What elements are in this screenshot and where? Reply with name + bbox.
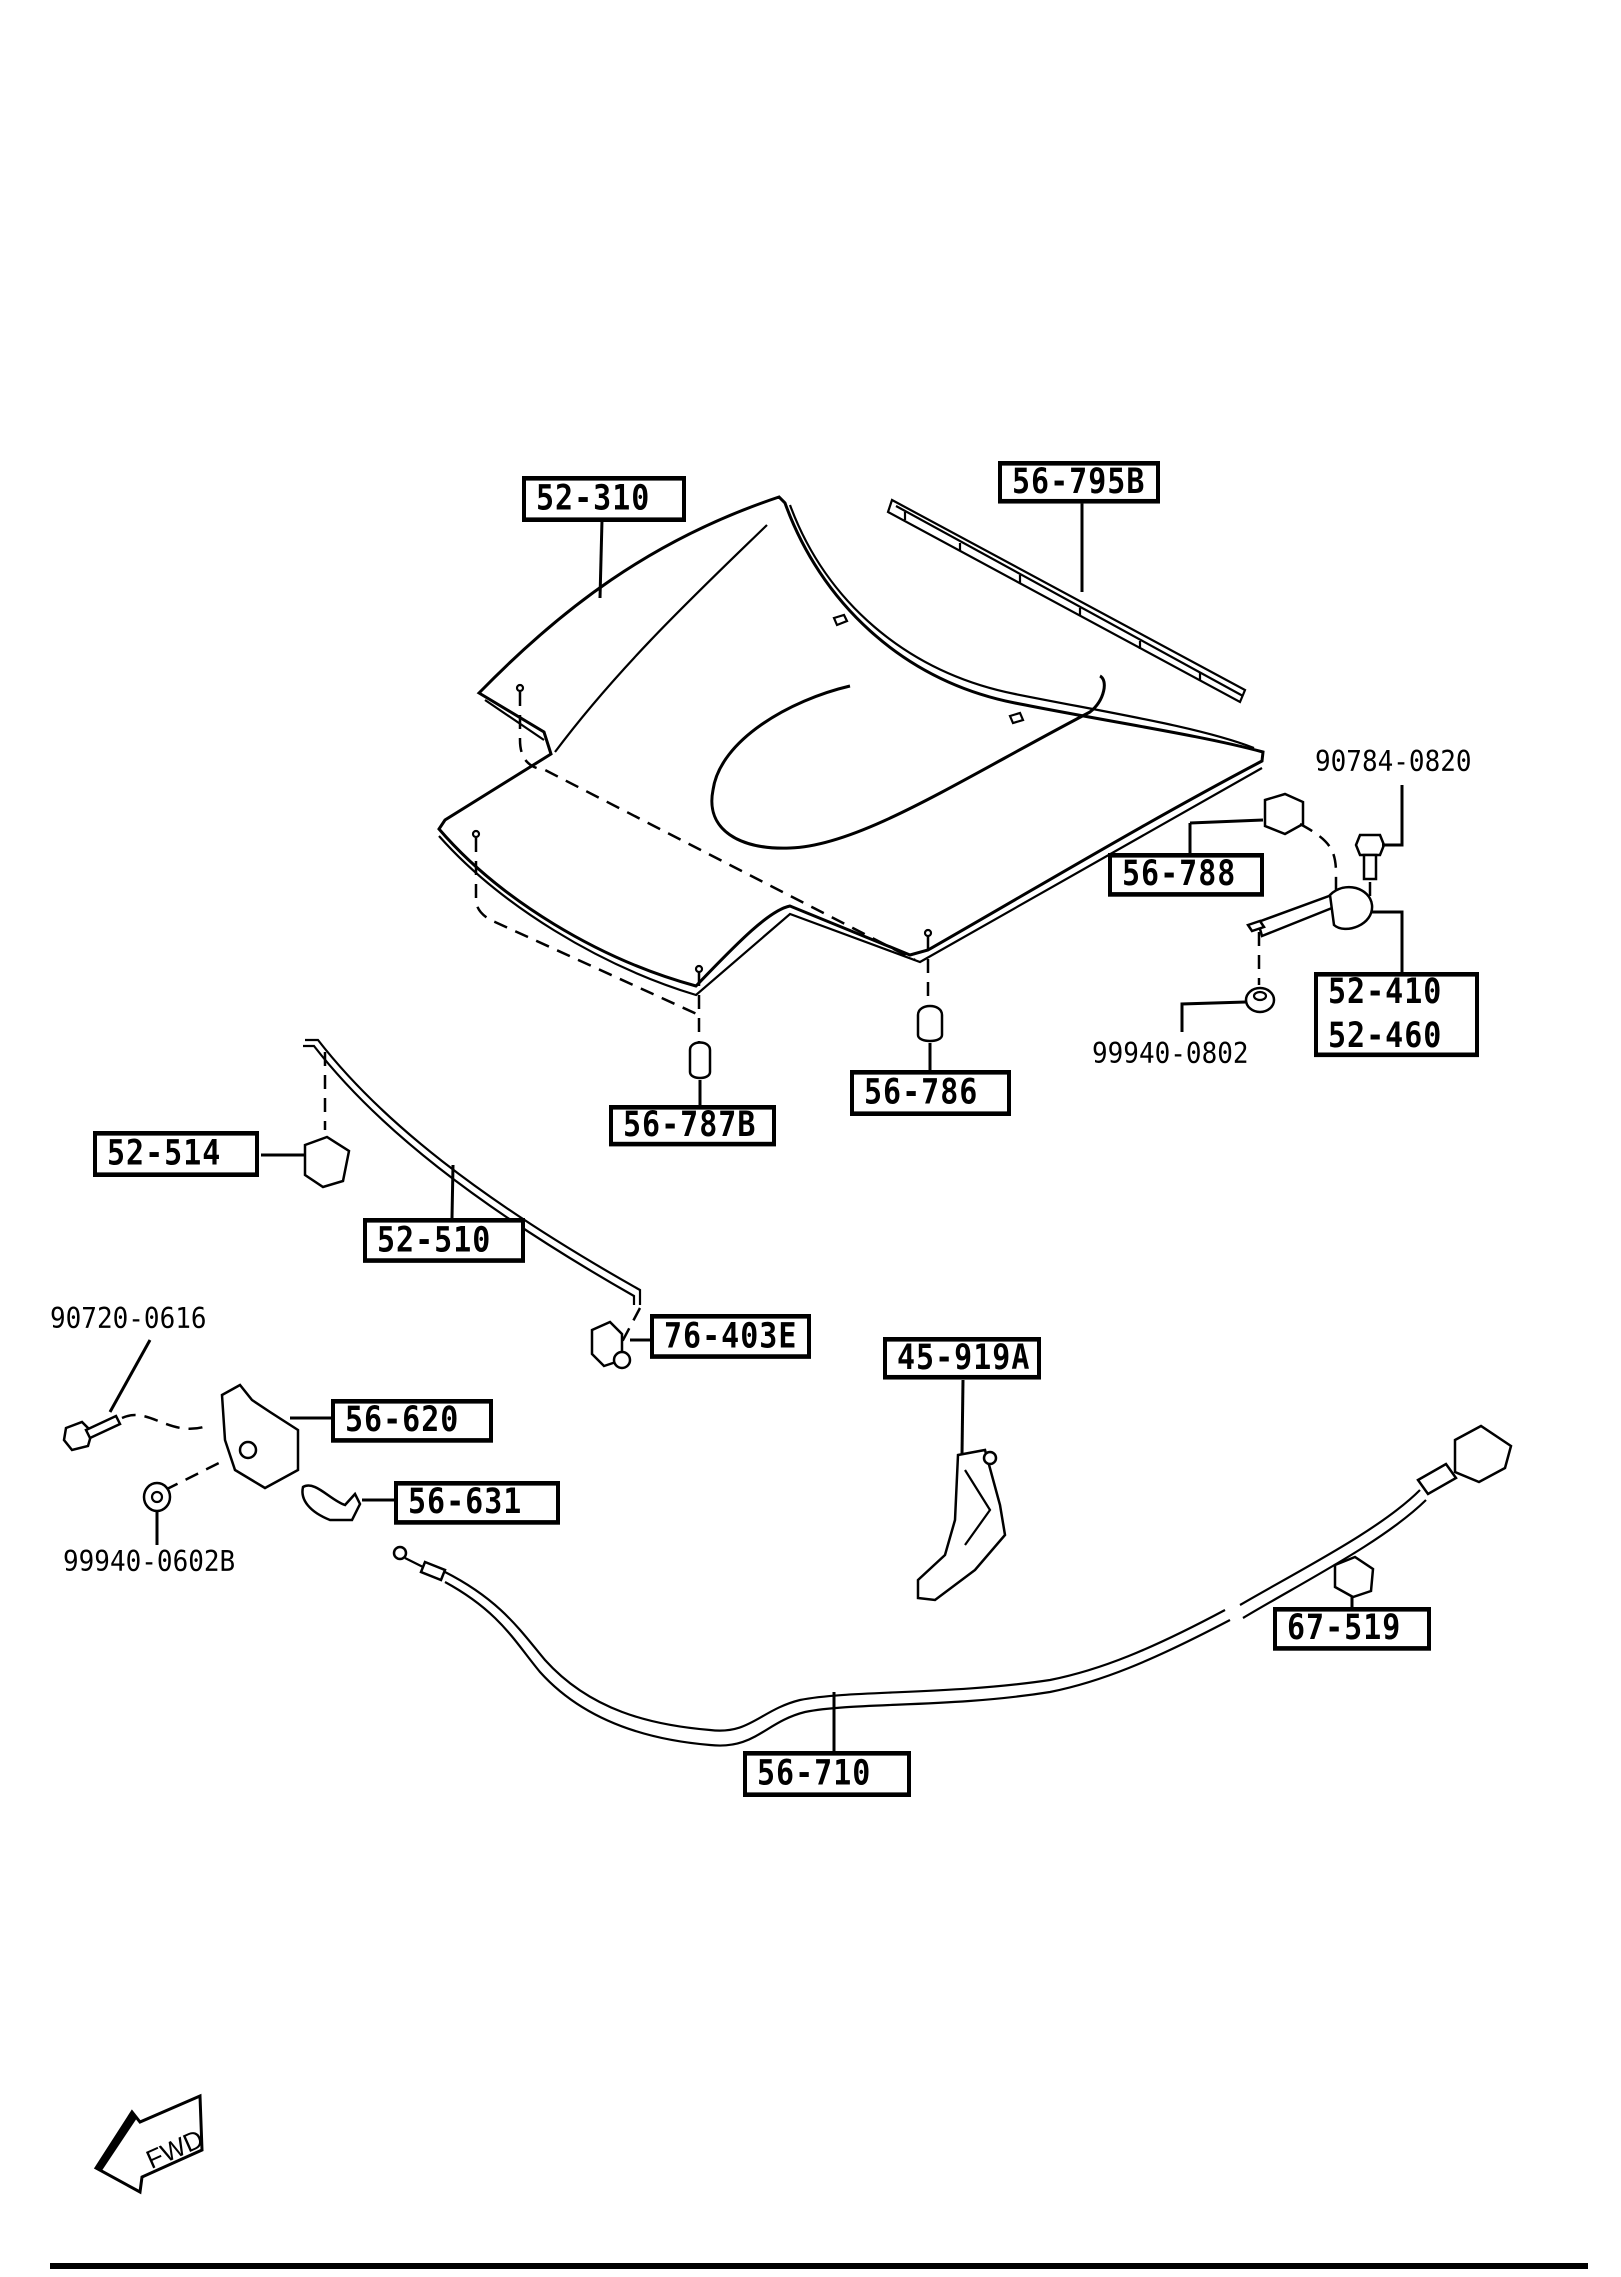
callout-hood-seal-strip[interactable]: 56-795B bbox=[998, 461, 1160, 504]
release-lever-drawing bbox=[916, 1379, 1007, 1602]
part-number: 52-514 bbox=[107, 1133, 222, 1174]
callout-prop-rod-holder[interactable]: 52-514 bbox=[93, 1131, 259, 1177]
part-number: 56-787B bbox=[623, 1105, 757, 1146]
callout-hinge-bolt[interactable]: 90784-0820 bbox=[1315, 745, 1472, 779]
part-number: 52-460 bbox=[1328, 1015, 1443, 1056]
callout-lock-cover[interactable]: 56-631 bbox=[394, 1481, 560, 1525]
callout-release-cable[interactable]: 56-710 bbox=[743, 1751, 911, 1797]
part-number: 56-631 bbox=[408, 1482, 523, 1523]
part-number: 56-710 bbox=[757, 1753, 872, 1794]
part-number: 67-519 bbox=[1287, 1608, 1402, 1649]
callout-hood-bumper-rear[interactable]: 56-787B bbox=[609, 1105, 776, 1147]
part-number: 52-410 bbox=[1328, 972, 1443, 1013]
part-number: 45-919A bbox=[897, 1337, 1031, 1378]
callout-hood-lock[interactable]: 56-620 bbox=[331, 1399, 493, 1443]
forward-arrow-icon: FWD bbox=[93, 2093, 208, 2195]
hinge-assembly-drawing bbox=[1180, 785, 1404, 1032]
part-number: 76-403E bbox=[664, 1315, 798, 1356]
part-number: 56-788 bbox=[1122, 854, 1237, 895]
part-number: 56-620 bbox=[345, 1400, 460, 1441]
callout-hood-hinge[interactable]: 52-410 52-460 bbox=[1314, 972, 1479, 1058]
callout-hinge-nut[interactable]: 99940-0802 bbox=[1092, 1037, 1249, 1071]
callout-prop-rod-grommet[interactable]: 76-403E bbox=[650, 1314, 811, 1359]
callout-lock-nut[interactable]: 99940-0602B bbox=[63, 1545, 236, 1579]
hood-seal-strip-drawing bbox=[886, 498, 1247, 704]
part-number: 52-510 bbox=[377, 1219, 492, 1260]
callout-hood-bumper-front[interactable]: 56-786 bbox=[850, 1070, 1011, 1116]
part-number: 56-786 bbox=[864, 1072, 979, 1113]
hood-lock-drawing bbox=[62, 1339, 394, 1545]
callout-lock-bolt[interactable]: 90720-0616 bbox=[50, 1302, 207, 1336]
callout-hinge-stopper[interactable]: 56-788 bbox=[1108, 853, 1264, 897]
hood-panel-drawing bbox=[437, 495, 1265, 1045]
part-number: 56-795B bbox=[1012, 461, 1146, 502]
prop-rod-drawing bbox=[261, 1038, 650, 1370]
callout-prop-rod[interactable]: 52-510 bbox=[363, 1218, 525, 1263]
cable-clip-drawing bbox=[1333, 1555, 1375, 1607]
callout-cable-clip[interactable]: 67-519 bbox=[1273, 1607, 1431, 1651]
callout-hood-panel[interactable]: 52-310 bbox=[522, 476, 686, 522]
callout-release-lever[interactable]: 45-919A bbox=[883, 1337, 1041, 1380]
hood-bumpers-drawing bbox=[688, 1004, 944, 1105]
part-number: 52-310 bbox=[536, 478, 651, 519]
release-cable-drawing bbox=[392, 1424, 1513, 1751]
